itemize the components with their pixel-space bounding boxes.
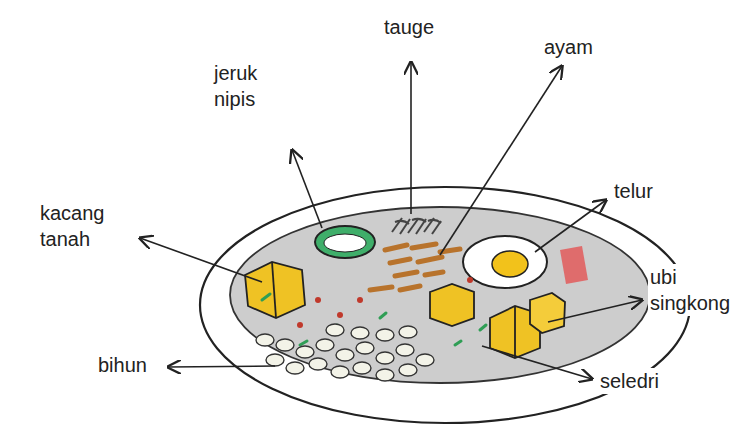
ingredient-label: jeruk nipis (212, 60, 259, 112)
ingredient-label: seledri (598, 368, 661, 394)
ingredient-label: ayam (542, 34, 595, 60)
ingredient-label: tauge (382, 14, 436, 40)
ingredient-label: telur (612, 178, 655, 204)
ingredient-label: ubi singkong (648, 264, 732, 316)
ingredient-label: kacang tanah (38, 200, 107, 252)
ingredient-label: bihun (96, 352, 149, 378)
